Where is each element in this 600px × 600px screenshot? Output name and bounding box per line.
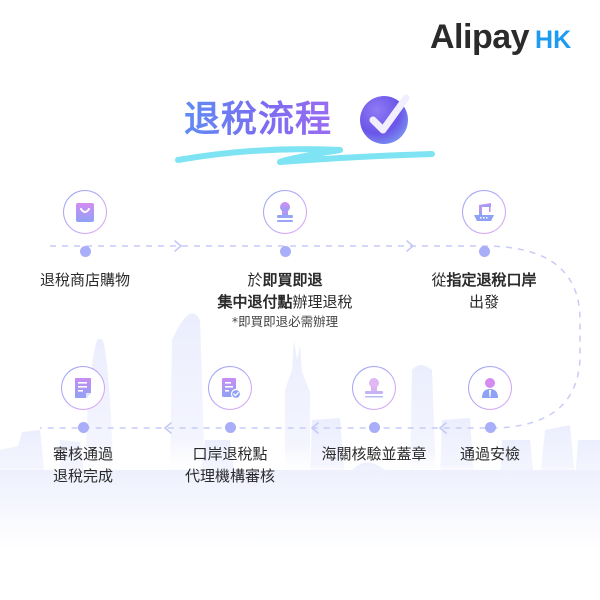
step-dot [77, 422, 89, 433]
step-icon-circle [263, 190, 307, 234]
label-text: 口岸退稅點 [192, 445, 268, 463]
label-text: 辦理退稅 [292, 293, 353, 311]
step-icon-circle [61, 366, 105, 410]
label-text: 審核通過 [52, 445, 113, 463]
step-dot [224, 422, 236, 433]
step-label: 海關核驗並蓋章 [321, 445, 427, 463]
page-title: 退稅流程 [184, 90, 332, 142]
step-label: 審核通過 退稅完成 [3, 443, 163, 487]
document-icon [75, 378, 91, 398]
step-instant-refund-point: 於即買即退 集中退付點辦理退稅 *即買即退必需辦理 [205, 190, 365, 331]
step-dot [478, 246, 490, 257]
title-block: 退稅流程 [170, 80, 440, 170]
step-label: 於即買即退 集中退付點辦理退稅 [205, 269, 365, 313]
label-text: 代理機構審核 [184, 467, 275, 485]
step-dot [368, 422, 380, 433]
step-label: 口岸退稅點 代理機構審核 [150, 443, 310, 487]
step-agency-review: 口岸退稅點 代理機構審核 [150, 366, 310, 487]
step-icon-circle [468, 366, 512, 410]
label-text: 退稅完成 [52, 467, 113, 485]
label-text: 出發 [468, 293, 499, 311]
step-customs-verify: 海關核驗並蓋章 [294, 366, 454, 465]
logo-brand: Alipay [430, 18, 530, 56]
step-label: 通過安檢 [459, 445, 520, 463]
ship-icon [474, 203, 494, 221]
step-icon-circle [63, 190, 107, 234]
shopping-bag-icon [76, 203, 94, 222]
logo-region: HK [535, 26, 572, 54]
label-text: 從 [431, 271, 447, 289]
step-security-check: 通過安檢 [410, 366, 570, 465]
step-label: 退稅商店購物 [5, 269, 165, 291]
label-text: 於 [247, 271, 263, 289]
step-icon-circle [352, 366, 396, 410]
step-depart-port: 從指定退稅口岸 出發 [404, 190, 564, 313]
title-swoosh-underline [175, 146, 435, 165]
label-bold-text: 即買即退 [262, 271, 323, 289]
security-officer-icon [482, 378, 498, 398]
stamp-icon [277, 202, 293, 222]
step-note: *即買即退必需辦理 [231, 314, 339, 329]
step-icon-circle [462, 190, 506, 234]
label-bold-text: 集中退付點 [217, 293, 293, 311]
step-icon-circle [208, 366, 252, 410]
step-label-line: 退稅商店購物 [39, 271, 130, 289]
step-label: 從指定退稅口岸 出發 [404, 269, 564, 313]
document-check-icon [222, 378, 242, 400]
step-dot [484, 422, 496, 433]
label-bold-text: 指定退稅口岸 [446, 271, 537, 289]
step-dot [279, 246, 291, 257]
step-refund-complete: 審核通過 退稅完成 [3, 366, 163, 487]
step-dot [79, 246, 91, 257]
customs-stamp-icon [365, 378, 383, 398]
check-badge-icon [360, 94, 410, 144]
step-shop: 退稅商店購物 [5, 190, 165, 291]
alipayhk-logo: Alipay HK [430, 18, 571, 58]
